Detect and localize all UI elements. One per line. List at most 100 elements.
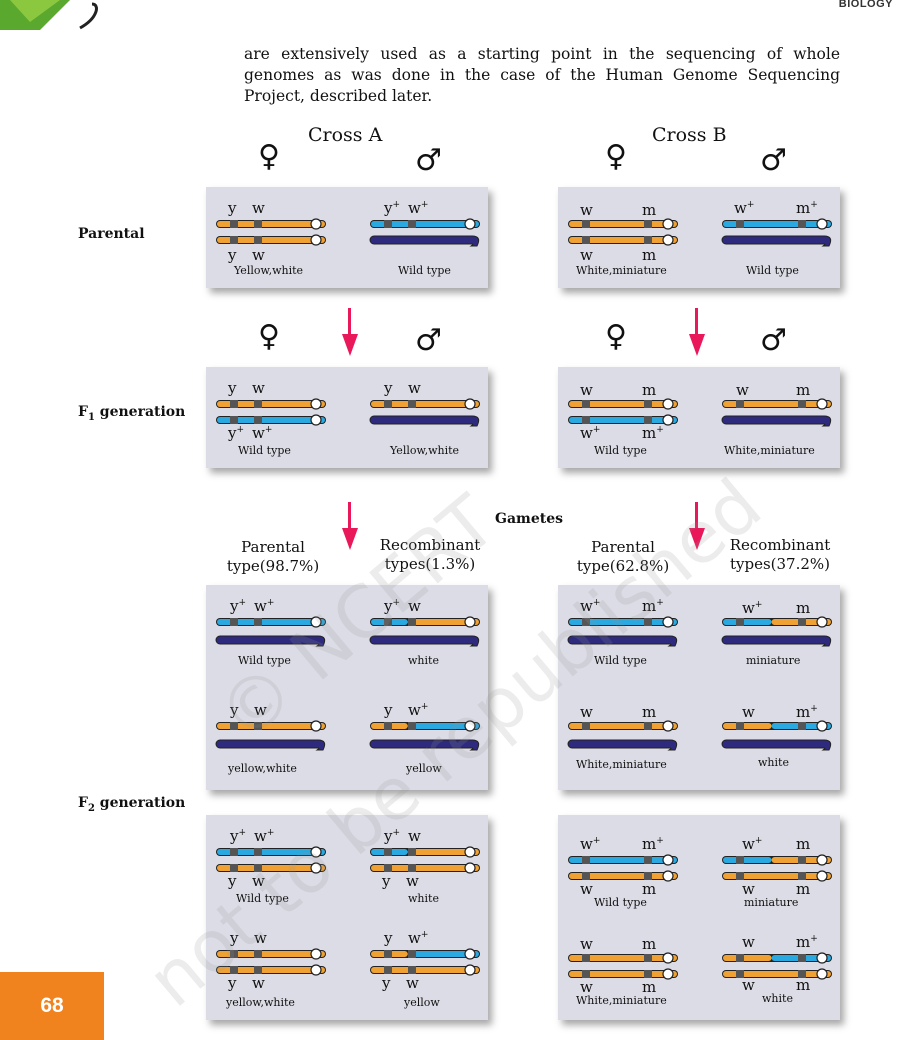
gene-label-y: y (384, 929, 393, 947)
x-chromosome-locus-band (582, 872, 590, 880)
gene-label-w-plus: w+ (734, 199, 755, 217)
caption-white-miniature: White,miniature (724, 444, 815, 457)
x-chromosome-locus-band (582, 618, 590, 626)
x-chromosome-locus-band (230, 220, 238, 228)
y-chromosome (369, 739, 480, 751)
gene-label-w-plus: w+ (742, 835, 763, 853)
gene-label-w: w (254, 701, 267, 719)
caption-miniature: miniature (744, 896, 799, 909)
centromere-icon (464, 964, 476, 976)
x-chromosome-locus-band (254, 966, 262, 974)
x-chromosome-locus-band (384, 966, 392, 974)
gene-label-w: w (252, 199, 265, 217)
centromere-icon (816, 720, 828, 732)
x-chromosome-locus-band (254, 220, 262, 228)
x-chromosome-locus-band (582, 400, 590, 408)
caption-yellow-white: Yellow,white (390, 444, 460, 457)
x-chromosome-locus-band (254, 400, 262, 408)
caption-wild-type: Wild type (746, 264, 799, 277)
cross-b-recombinant-types: Recombinant types(37.2%) (729, 536, 831, 573)
gene-label-m-plus: m+ (796, 703, 818, 721)
gene-label-w: w (252, 872, 265, 890)
y-chromosome (721, 415, 832, 427)
gene-label-w: w (742, 933, 755, 951)
y-chromosome (369, 635, 480, 647)
gene-label-w-plus: w+ (252, 424, 273, 442)
centromere-icon (662, 968, 674, 980)
body-paragraph: are extensively used as a starting point… (244, 45, 840, 105)
gene-label-m-plus: m+ (796, 933, 818, 951)
x-chromosome-segment (217, 417, 325, 423)
x-chromosome-locus-band (582, 970, 590, 978)
x-chromosome-locus-band (644, 970, 652, 978)
x-chromosome-locus-band (408, 722, 416, 730)
gene-label-y: y (382, 974, 391, 992)
y-chromosome (721, 739, 832, 751)
f1-row-label: F1 generation (78, 404, 186, 423)
gene-label-w-plus: w+ (408, 929, 429, 947)
x-chromosome-locus-band (644, 236, 652, 244)
x-chromosome-locus-band (736, 856, 744, 864)
x-chromosome-segment (371, 865, 479, 871)
x-chromosome-segment (217, 951, 325, 957)
centromere-icon (310, 862, 322, 874)
centromere-icon (662, 870, 674, 882)
centromere-icon (310, 218, 322, 230)
centromere-icon (310, 720, 322, 732)
centromere-icon (816, 616, 828, 628)
gene-label-w: w (252, 246, 265, 264)
caption-yellow-white: Yellow,white (234, 264, 304, 277)
centromere-icon (464, 720, 476, 732)
gene-label-m: m (796, 835, 811, 853)
gene-label-w: w (736, 381, 749, 399)
x-chromosome-segment (407, 723, 479, 729)
gene-label-m-plus: m+ (642, 424, 664, 442)
y-chromosome (369, 235, 480, 247)
centromere-icon (310, 964, 322, 976)
centromere-icon (662, 720, 674, 732)
gene-label-m: m (642, 880, 657, 898)
centromere-icon (464, 218, 476, 230)
gene-label-m-plus: m+ (642, 597, 664, 615)
y-chromosome (721, 635, 832, 647)
caption-yellow-white: yellow,white (228, 762, 297, 775)
x-chromosome-locus-band (644, 400, 652, 408)
gene-label-y: y (228, 246, 237, 264)
gene-label-m: m (796, 381, 811, 399)
gene-label-w: w (580, 246, 593, 264)
gene-label-m: m (796, 976, 811, 994)
centromere-icon (816, 398, 828, 410)
gene-label-y: y (228, 872, 237, 890)
x-chromosome-locus-band (230, 848, 238, 856)
y-chromosome (369, 415, 480, 427)
x-chromosome-locus-band (408, 864, 416, 872)
gene-label-y: y (230, 701, 239, 719)
centromere-icon (464, 398, 476, 410)
down-arrow-icon (342, 502, 358, 550)
gene-label-w-plus: w+ (408, 701, 429, 719)
x-chromosome-segment (217, 221, 325, 227)
x-chromosome-segment (407, 951, 479, 957)
down-arrow-icon (342, 308, 358, 356)
x-chromosome-locus-band (644, 220, 652, 228)
gene-label-y: y (228, 974, 237, 992)
gene-label-w-plus: w+ (742, 599, 763, 617)
x-chromosome-locus-band (798, 722, 806, 730)
x-chromosome-locus-band (582, 954, 590, 962)
x-chromosome-locus-band (582, 416, 590, 424)
x-chromosome-locus-band (582, 722, 590, 730)
x-chromosome-locus-band (254, 722, 262, 730)
centromere-icon (310, 414, 322, 426)
caption-white-miniature: White,miniature (576, 264, 667, 277)
down-arrow-icon (689, 308, 705, 356)
x-chromosome-locus-band (408, 950, 416, 958)
centromere-icon (662, 218, 674, 230)
x-chromosome-segment (217, 849, 325, 855)
down-arrow-icon (689, 502, 705, 550)
x-chromosome-locus-band (230, 950, 238, 958)
gene-label-w: w (580, 381, 593, 399)
x-chromosome-locus-band (254, 618, 262, 626)
gene-label-m-plus: m+ (796, 199, 818, 217)
gene-label-w: w (580, 978, 593, 996)
